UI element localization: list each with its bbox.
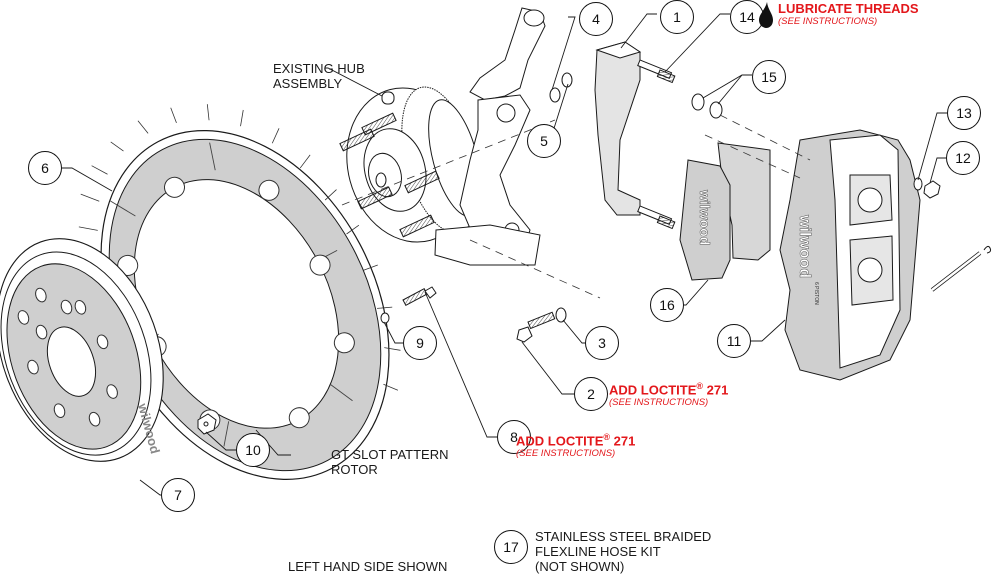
caliper-bracket — [594, 41, 676, 230]
side-shown-label: LEFT HAND SIDE SHOWN — [288, 559, 448, 574]
oil-drop-icon — [759, 2, 773, 28]
registered-mark: ® — [603, 432, 611, 442]
rotor-bolt — [402, 286, 437, 306]
callout-number: 16 — [659, 297, 675, 313]
callout-5: 5 — [527, 124, 561, 158]
caliper-piston-mark: 6 PISTON — [813, 282, 819, 305]
callout-14: 14 — [730, 0, 764, 34]
loctite-note-2: ADD LOCTITE® 271 (SEE INSTRUCTIONS) — [609, 379, 728, 408]
callout-11: 11 — [717, 324, 751, 358]
callout-number: 1 — [673, 9, 681, 25]
callout-number: 4 — [592, 11, 600, 27]
label-line: (NOT SHOWN) — [535, 559, 625, 574]
callout-number: 13 — [956, 105, 972, 121]
note-subtitle: (SEE INSTRUCTIONS) — [516, 448, 616, 460]
label-line: STAINLESS STEEL BRAIDED — [535, 529, 712, 544]
label-line: ROTOR — [331, 462, 378, 477]
registered-mark: ® — [696, 381, 704, 391]
callout-7: 7 — [161, 478, 195, 512]
note-title: ADD LOCTITE — [516, 433, 604, 449]
bracket-bolt — [516, 311, 556, 343]
shim-washer-5 — [561, 72, 573, 88]
note-title: ADD LOCTITE — [609, 382, 697, 398]
t-nut — [197, 413, 217, 435]
callout-16: 16 — [650, 288, 684, 322]
callout-10: 10 — [236, 433, 270, 467]
callout-number: 5 — [540, 133, 548, 149]
callout-number: 10 — [245, 442, 261, 458]
caliper: wilwood 6 PISTON — [779, 129, 921, 381]
callout-number: 15 — [761, 69, 777, 85]
lock-nut-12 — [923, 180, 941, 199]
note-subtitle: (SEE INSTRUCTIONS) — [609, 397, 709, 409]
callout-2: 2 — [574, 377, 608, 411]
pin-clip — [983, 245, 992, 254]
rotor-hat — [0, 238, 164, 462]
callout-number: 6 — [41, 160, 49, 176]
callout-number: 14 — [739, 9, 755, 25]
callout-6: 6 — [28, 151, 62, 185]
rotor — [78, 104, 401, 480]
rotor-label: GT SLOT PATTERN ROTOR — [331, 447, 449, 477]
hose-kit-label: STAINLESS STEEL BRAIDED FLEXLINE HOSE KI… — [535, 529, 711, 574]
note-subtitle: (SEE INSTRUCTIONS) — [778, 16, 878, 27]
callout-8: 8 — [497, 420, 531, 454]
hub-assembly-label: EXISTING HUB ASSEMBLY — [273, 61, 365, 91]
label-line: FLEXLINE HOSE KIT — [535, 544, 661, 559]
callout-9: 9 — [403, 326, 437, 360]
note-title: LUBRICATE THREADS — [778, 1, 919, 16]
callout-number: 3 — [598, 335, 606, 351]
shim-washer-4 — [549, 87, 561, 103]
callout-number: 8 — [510, 429, 518, 445]
loctite-note-8: ADD LOCTITE® 271 (SEE INSTRUCTIONS) — [516, 430, 635, 459]
callout-number: 2 — [587, 386, 595, 402]
callout-number: 12 — [955, 150, 971, 166]
shim-washer-15b — [709, 101, 723, 119]
lubricate-note: LUBRICATE THREADS (SEE INSTRUCTIONS) — [778, 1, 919, 28]
callout-12: 12 — [946, 141, 980, 175]
note-number: 271 — [610, 433, 636, 449]
leader-lines — [62, 13, 947, 496]
note-number: 271 — [703, 382, 729, 398]
callout-number: 17 — [503, 539, 519, 555]
pad-brand-mark: wilwood — [697, 189, 713, 245]
rotor-bolt-washer-9 — [380, 312, 390, 324]
label-line: EXISTING HUB — [273, 61, 365, 76]
callout-17: 17 — [494, 530, 528, 564]
shim-washer-15a — [691, 93, 705, 111]
callout-3: 3 — [585, 326, 619, 360]
callout-15: 15 — [752, 60, 786, 94]
callout-13: 13 — [947, 96, 981, 130]
bolt-washer-3 — [555, 307, 567, 323]
label-line: GT SLOT PATTERN — [331, 447, 449, 462]
callout-number: 11 — [726, 333, 742, 349]
steering-knuckle — [434, 7, 546, 266]
callout-number: 7 — [174, 487, 182, 503]
alignment-axes — [341, 114, 811, 299]
callout-4: 4 — [579, 2, 613, 36]
caliper-washer-13 — [913, 177, 923, 191]
callout-1: 1 — [660, 0, 694, 34]
callout-number: 9 — [416, 335, 424, 351]
caliper-brand-mark: wilwood — [796, 214, 813, 278]
brake-pads: wilwood — [679, 142, 771, 281]
label-line: ASSEMBLY — [273, 76, 343, 91]
